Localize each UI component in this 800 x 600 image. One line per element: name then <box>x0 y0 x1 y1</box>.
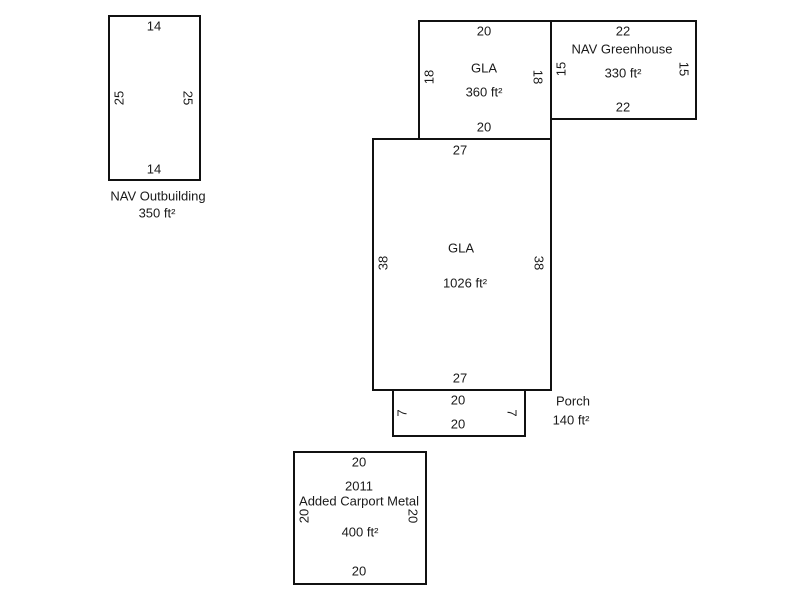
outbuilding-top-dim: 14 <box>146 18 162 34</box>
outbuilding-bottom-dim: 14 <box>146 161 162 177</box>
porch-area: 140 ft² <box>552 412 590 428</box>
gla-main-area: 1026 ft² <box>442 275 488 291</box>
outbuilding-left-dim: 25 <box>111 90 127 106</box>
gla-upper-left-dim: 18 <box>421 69 437 85</box>
porch-shape[interactable] <box>392 389 526 437</box>
outbuilding-shape[interactable] <box>108 15 201 181</box>
gla-upper-top-dim: 20 <box>476 23 492 39</box>
outbuilding-label: NAV Outbuilding <box>110 188 206 204</box>
carport-label: Added Carport Metal <box>299 493 419 509</box>
porch-label: Porch <box>556 393 590 409</box>
gla-main-shape[interactable] <box>372 138 552 391</box>
carport-bottom-dim: 20 <box>351 563 367 579</box>
outbuilding-right-dim: 25 <box>180 90 196 106</box>
carport-right-dim: 20 <box>405 508 421 524</box>
greenhouse-bottom-dim: 22 <box>615 99 631 115</box>
porch-left-dim: 7 <box>394 409 410 417</box>
outbuilding-area: 350 ft² <box>138 205 176 221</box>
porch-right-dim: 7 <box>504 409 520 417</box>
carport-shape[interactable] <box>293 451 427 585</box>
gla-upper-right-dim: 18 <box>530 69 546 85</box>
porch-bottom-dim: 20 <box>450 416 466 432</box>
greenhouse-label: NAV Greenhouse <box>571 41 673 57</box>
gla-upper-area: 360 ft² <box>465 84 503 100</box>
carport-year: 2011 <box>345 478 373 494</box>
gla-main-right-dim: 38 <box>531 255 547 271</box>
greenhouse-right-dim: 15 <box>676 61 692 77</box>
carport-area: 400 ft² <box>341 524 379 540</box>
greenhouse-area: 330 ft² <box>604 65 642 81</box>
carport-top-dim: 20 <box>351 454 367 470</box>
greenhouse-top-dim: 22 <box>615 23 631 39</box>
greenhouse-shape[interactable] <box>550 20 697 120</box>
carport-left-dim: 20 <box>296 508 312 524</box>
gla-main-left-dim: 38 <box>375 255 391 271</box>
porch-top-dim: 20 <box>450 392 466 408</box>
gla-upper-label: GLA <box>470 60 498 76</box>
gla-main-bottom-dim: 27 <box>452 370 468 386</box>
greenhouse-left-dim: 15 <box>553 61 569 77</box>
gla-main-label: GLA <box>447 240 475 256</box>
gla-upper-bottom-dim: 20 <box>476 119 492 135</box>
gla-main-top-dim: 27 <box>452 142 468 158</box>
